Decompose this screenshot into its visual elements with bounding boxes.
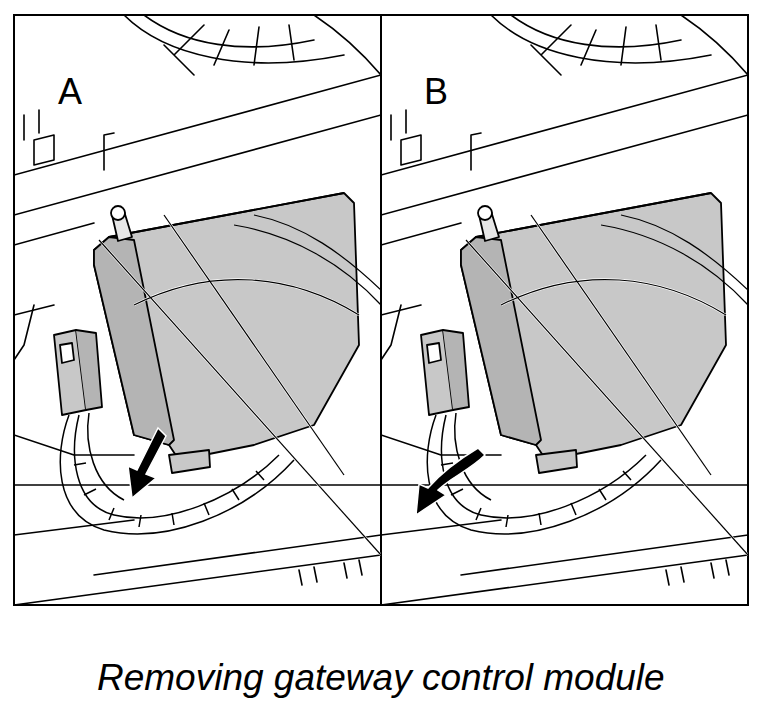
panel-letter: A <box>52 72 88 112</box>
panel-frame <box>14 15 748 605</box>
direction-arrow <box>128 428 166 498</box>
panel-letter: B <box>418 72 454 112</box>
figure-caption: Removing gateway control module <box>97 658 665 699</box>
curved-arrow <box>416 448 485 515</box>
module-drawing <box>14 15 381 605</box>
panel-divider <box>380 15 382 605</box>
module-drawing <box>381 15 748 605</box>
